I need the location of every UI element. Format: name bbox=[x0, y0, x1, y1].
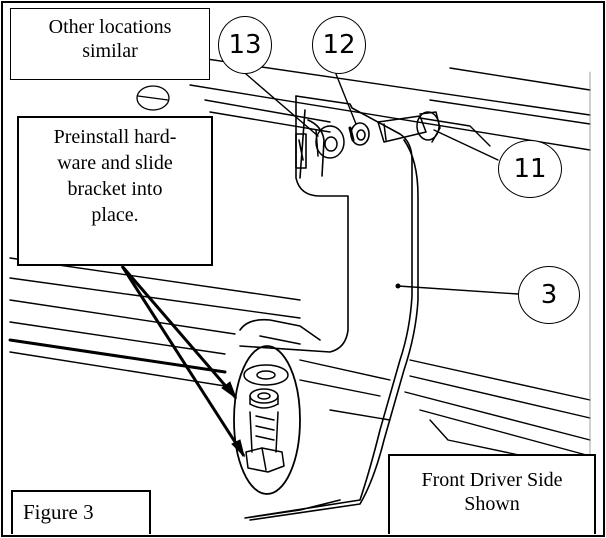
bolt-11 bbox=[377, 111, 441, 143]
washer-13 bbox=[315, 125, 345, 159]
lower-hardware bbox=[243, 364, 289, 473]
callout-11: 11 bbox=[498, 140, 562, 198]
bracket-3 bbox=[239, 95, 419, 521]
lock-washer-12 bbox=[348, 122, 370, 146]
callout-12: 12 bbox=[312, 16, 366, 74]
preinstall-arrows bbox=[120, 265, 246, 458]
callout-13-number: 13 bbox=[228, 30, 262, 60]
hardware-highlight-ellipse bbox=[233, 345, 301, 495]
figure-label: Figure 3 bbox=[11, 490, 151, 534]
callout-3-number: 3 bbox=[540, 280, 558, 310]
callout-12-number: 12 bbox=[322, 30, 356, 60]
callout-13: 13 bbox=[218, 16, 272, 74]
note-preinstall: Preinstall hard- ware and slide bracket … bbox=[17, 116, 213, 266]
bolt-head-top bbox=[136, 85, 170, 111]
note-driver-side-text: Front Driver Side Shown bbox=[421, 469, 563, 515]
note-other-locations-text: Other locations similar bbox=[48, 16, 172, 62]
leader-lines bbox=[245, 73, 519, 295]
callout-11-number: 11 bbox=[513, 154, 547, 184]
note-other-locations: Other locations similar bbox=[10, 8, 210, 80]
note-preinstall-text: Preinstall hard- ware and slide bracket … bbox=[53, 126, 177, 226]
callout-3: 3 bbox=[518, 266, 580, 324]
note-driver-side: Front Driver Side Shown bbox=[388, 454, 596, 534]
figure-label-text: Figure 3 bbox=[23, 500, 94, 524]
